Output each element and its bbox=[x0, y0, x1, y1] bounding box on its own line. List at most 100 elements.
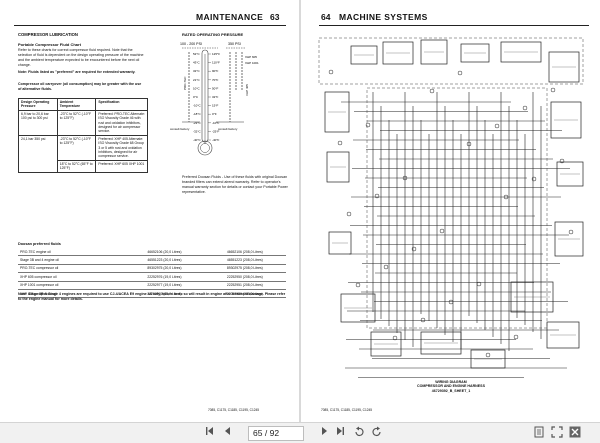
component-box bbox=[326, 151, 350, 183]
connector bbox=[457, 70, 463, 76]
fluid-cell: 46551223 (20,0 Litres) bbox=[125, 255, 204, 265]
spec-table: Design Operating Pressure Ambient Temper… bbox=[18, 98, 148, 173]
pressure-label-low: 100 - 200 PSI bbox=[180, 42, 202, 46]
last-page-button[interactable] bbox=[334, 426, 346, 441]
table-row: 24,1 bar 350 psi -23°C to 52°C (-10°F to… bbox=[18, 134, 148, 173]
page-indicator[interactable]: 65 / 92 bbox=[248, 426, 304, 441]
series-label: XHP 605 bbox=[245, 55, 257, 59]
component-box bbox=[546, 321, 580, 349]
connector bbox=[568, 229, 574, 235]
rotate-right-button[interactable] bbox=[370, 426, 384, 441]
diagram-caption: WIRING DIAGRAM COMPRESSOR AND ENGINE HAR… bbox=[401, 380, 501, 393]
left-header-title: MAINTENANCE bbox=[196, 12, 264, 22]
component-box bbox=[550, 101, 582, 139]
temp-label-c: -40°C bbox=[193, 138, 202, 142]
chart-note: Preferred Doosan Fluids - Use of these f… bbox=[182, 175, 288, 194]
temp-label-f: 32°F bbox=[212, 95, 219, 99]
temp-label-f: 50°F bbox=[212, 86, 219, 90]
rotate-left-button[interactable] bbox=[352, 426, 366, 441]
rotate-right-icon bbox=[372, 426, 381, 436]
fluid-cell: 46652106 (20,0 Litres) bbox=[125, 248, 204, 257]
spec-cell: -23°C to 52°C (-10°F to 125°F) bbox=[56, 134, 97, 161]
left-page-number: 63 bbox=[270, 12, 280, 22]
first-page-button[interactable] bbox=[204, 426, 216, 441]
connector bbox=[411, 246, 417, 252]
connector bbox=[522, 105, 528, 111]
prev-page-button[interactable] bbox=[222, 426, 234, 441]
close-button[interactable] bbox=[568, 426, 582, 441]
component-box bbox=[420, 39, 448, 65]
connector bbox=[439, 228, 445, 234]
fluid-cell: XHP 405 compressor oil bbox=[18, 289, 126, 299]
spec-cell: 18°C to 52°C (65°F to 125°F) bbox=[56, 159, 97, 173]
caption-line: COMPRESSOR AND ENGINE HARNESS bbox=[417, 384, 485, 389]
fluid-cell: 22252977 (19,0 Litres) bbox=[125, 281, 204, 290]
connector bbox=[402, 175, 408, 181]
fluid-cell: 22252976 (19,0 Litres) bbox=[125, 272, 204, 282]
fluid-cell: 22252951 (208,0 Litres) bbox=[203, 281, 286, 290]
connector bbox=[374, 193, 380, 199]
note-paragraph: Note: Fluids listed as "preferred" are r… bbox=[18, 70, 136, 74]
rotate-left-icon bbox=[355, 426, 364, 436]
spec-cell: -23°C to 52°C (-10°F to 125°F) bbox=[56, 109, 97, 136]
fluids-title: Doosan preferred fluids bbox=[18, 242, 61, 246]
connector bbox=[346, 211, 352, 217]
fluid-cell: 89302975 (20,0 Litres) bbox=[125, 264, 204, 274]
spec-header-cell: Ambient Temperature bbox=[56, 98, 97, 111]
consult-factory-left: consult factory bbox=[170, 127, 190, 131]
fluid-cell: 89302975 (208,0 Litres) bbox=[203, 264, 286, 274]
right-page-number: 64 bbox=[321, 12, 331, 22]
temp-label-c: 21°C bbox=[193, 78, 201, 82]
current-page-input[interactable]: 65 bbox=[253, 428, 263, 438]
connector bbox=[550, 87, 556, 93]
fit-page-icon bbox=[534, 426, 544, 438]
component-box bbox=[328, 231, 352, 255]
header-rule bbox=[14, 25, 286, 26]
series-label: XHP 1001 bbox=[245, 61, 259, 65]
component-box bbox=[382, 41, 414, 65]
fluid-cell: XHP 1001 compressor oil bbox=[18, 281, 126, 290]
spec-header-cell: Specification bbox=[95, 98, 148, 111]
fluid-cell: Stage 3B and 4 engine oil bbox=[18, 255, 126, 265]
page-separator: / bbox=[264, 428, 268, 438]
component-box bbox=[548, 51, 580, 83]
series-label: XHP 405 bbox=[245, 84, 249, 96]
fullscreen-button[interactable] bbox=[550, 426, 564, 441]
temp-label-f: -25°F bbox=[212, 129, 220, 133]
prev-page-icon bbox=[225, 427, 230, 435]
temp-label-f: 110°F bbox=[212, 61, 220, 65]
document-spread: MAINTENANCE 63 COMPRESSOR LUBRICATION Po… bbox=[14, 0, 589, 422]
component-box bbox=[500, 41, 542, 63]
next-page-button[interactable] bbox=[318, 426, 330, 441]
viewer-toolbar: 65 / 92 bbox=[0, 422, 600, 443]
temp-label-c: 52°C bbox=[193, 52, 201, 56]
fluid-cell: PRO-TEC engine oil bbox=[18, 248, 126, 257]
wiring-diagram bbox=[318, 37, 584, 378]
spec-cell: Preferred: XHP 405 Alternate: ISO Viscos… bbox=[95, 134, 148, 161]
fluid-cell: PRO-TEC compressor oil bbox=[18, 264, 126, 274]
section-title: COMPRESSOR LUBRICATION bbox=[18, 32, 78, 37]
component-box bbox=[370, 331, 402, 357]
component-box bbox=[554, 221, 584, 257]
fluids-note: Note: Stage 3B & Stage 4 engines are req… bbox=[18, 292, 286, 301]
spec-cell: Preferred: XHP 605 XHP 1001 bbox=[95, 159, 148, 173]
fit-page-button[interactable] bbox=[532, 426, 546, 441]
last-page-icon bbox=[337, 427, 344, 435]
left-footer: 7085, C1175, C1185, C1195, C1245 bbox=[208, 408, 260, 412]
connector bbox=[383, 264, 389, 270]
header-rule bbox=[319, 25, 589, 26]
component-box bbox=[324, 91, 350, 133]
right-header-title: MACHINE SYSTEMS bbox=[339, 12, 428, 22]
harness-group bbox=[318, 37, 584, 85]
component-box bbox=[470, 349, 506, 369]
connector bbox=[503, 194, 509, 200]
component-box bbox=[350, 45, 378, 65]
fluid-cell: 22252950 (208,0 Litres) bbox=[203, 272, 286, 282]
connector bbox=[531, 176, 537, 182]
